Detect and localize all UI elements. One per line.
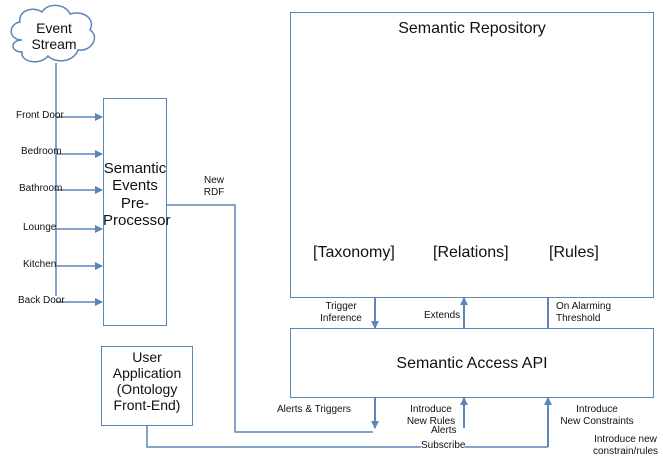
taxonomy-label: [Taxonomy] [313, 244, 395, 261]
introduce-new-rules-label: Introduce New Rules [406, 404, 456, 427]
api-label: Semantic Access API [396, 355, 548, 372]
introduce-new-constrain-label: Introduce new constrain/rules [592, 434, 659, 457]
input-label-back-door: Back Door [18, 295, 65, 306]
user-application-box [101, 346, 193, 426]
input-label-kitchen: Kitchen [23, 259, 57, 270]
extends-label: Extends [424, 310, 461, 321]
preprocessor-label: Semantic Events Pre- Processor [103, 160, 171, 229]
user-application-label: User Application (Ontology Front-End) [112, 349, 182, 414]
semantic-access-api-box [290, 328, 654, 398]
input-label-bedroom: Bedroom [21, 146, 62, 157]
input-label-lounge: Lounge [23, 222, 57, 233]
input-label-front-door: Front Door [16, 110, 64, 121]
input-label-bathroom: Bathroom [19, 183, 63, 194]
relations-label: [Relations] [433, 244, 509, 261]
new-rdf-label: New RDF [203, 175, 225, 198]
on-alarming-label: On Alarming Threshold [556, 301, 612, 324]
semantic-repository-box [290, 12, 654, 298]
trigger-inference-label: Trigger Inference [320, 301, 362, 324]
repository-title: Semantic Repository [398, 20, 546, 37]
subscribe-label: Subscribe [421, 440, 466, 452]
alerts-label: Alerts [431, 425, 457, 436]
rules-label: [Rules] [549, 244, 599, 261]
event-stream-cloud [10, 4, 96, 63]
introduce-new-constraints-label: Introduce New Constraints [560, 404, 634, 427]
user-app-connector [146, 426, 548, 448]
rdf-connector [167, 204, 373, 433]
preprocessor-box [103, 98, 167, 326]
alerts-triggers-label: Alerts & Triggers [277, 404, 351, 415]
input-arrows [56, 113, 103, 306]
event-stream-label: Event Stream [31, 20, 77, 53]
